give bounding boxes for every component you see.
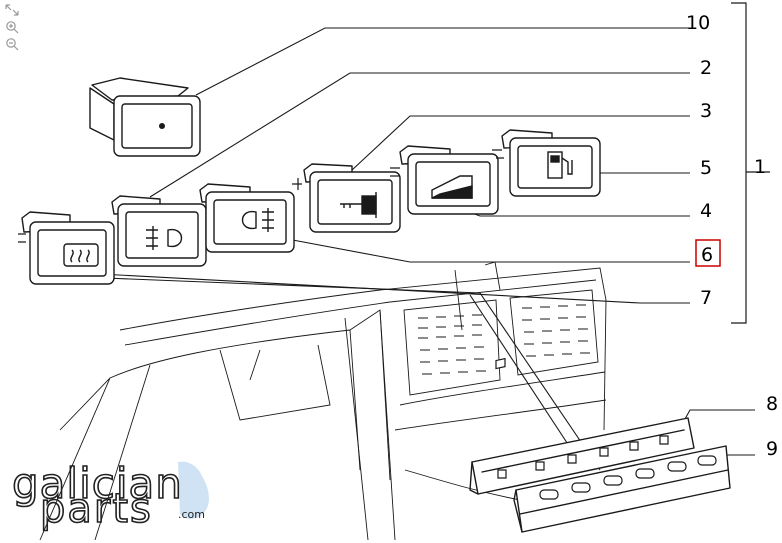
switch-part-3[interactable] [292,163,401,233]
callout-9[interactable]: 9 [766,438,778,460]
rear-fog-light-icon [241,208,274,232]
rear-defrost-icon [63,243,99,267]
callout-4[interactable]: 4 [700,200,712,222]
panel-8-slots [495,357,669,479]
galicianparts-logo: galician parts .com [11,458,209,533]
callout-labels: 10 2 3 5 1 4 6 7 8 9 [686,12,778,460]
switch-part-4[interactable] [390,145,499,215]
door-window-icon [431,175,473,199]
key-lock-icon [340,192,377,218]
callout-6[interactable]: 6 [701,244,713,266]
callout-2[interactable]: 2 [700,57,712,79]
leader-lines [99,27,755,471]
logo-line2: parts [40,486,153,532]
group-bracket [731,2,770,324]
switch-part-7[interactable] [18,211,115,285]
switch-part-6[interactable] [199,183,295,253]
vent-grille [418,304,590,375]
callout-3[interactable]: 3 [700,100,712,122]
switch-part-5[interactable] [492,129,601,197]
callout-10[interactable]: 10 [686,12,710,34]
callout-8[interactable]: 8 [766,393,778,415]
dashboard-outline [39,261,607,541]
panel-part-8[interactable] [469,357,695,495]
fit-icon[interactable] [4,3,20,17]
callout-5[interactable]: 5 [700,157,712,179]
panel-9-slots [539,455,717,500]
callout-6-highlight [695,239,721,267]
front-fog-light-icon [146,226,183,250]
logo-suffix: .com [178,508,205,521]
zoom-out-icon[interactable] [4,37,20,51]
dot-icon [159,123,165,129]
fuel-pump-icon [547,151,573,179]
zoom-in-icon[interactable] [4,20,20,34]
logo-line1: galician [12,459,183,508]
callout-1[interactable]: 1 [754,156,766,178]
switch-part-2[interactable] [111,195,207,267]
callout-7[interactable]: 7 [700,287,712,309]
switch-part-10[interactable] [89,77,201,157]
panel-part-9[interactable] [513,445,731,533]
